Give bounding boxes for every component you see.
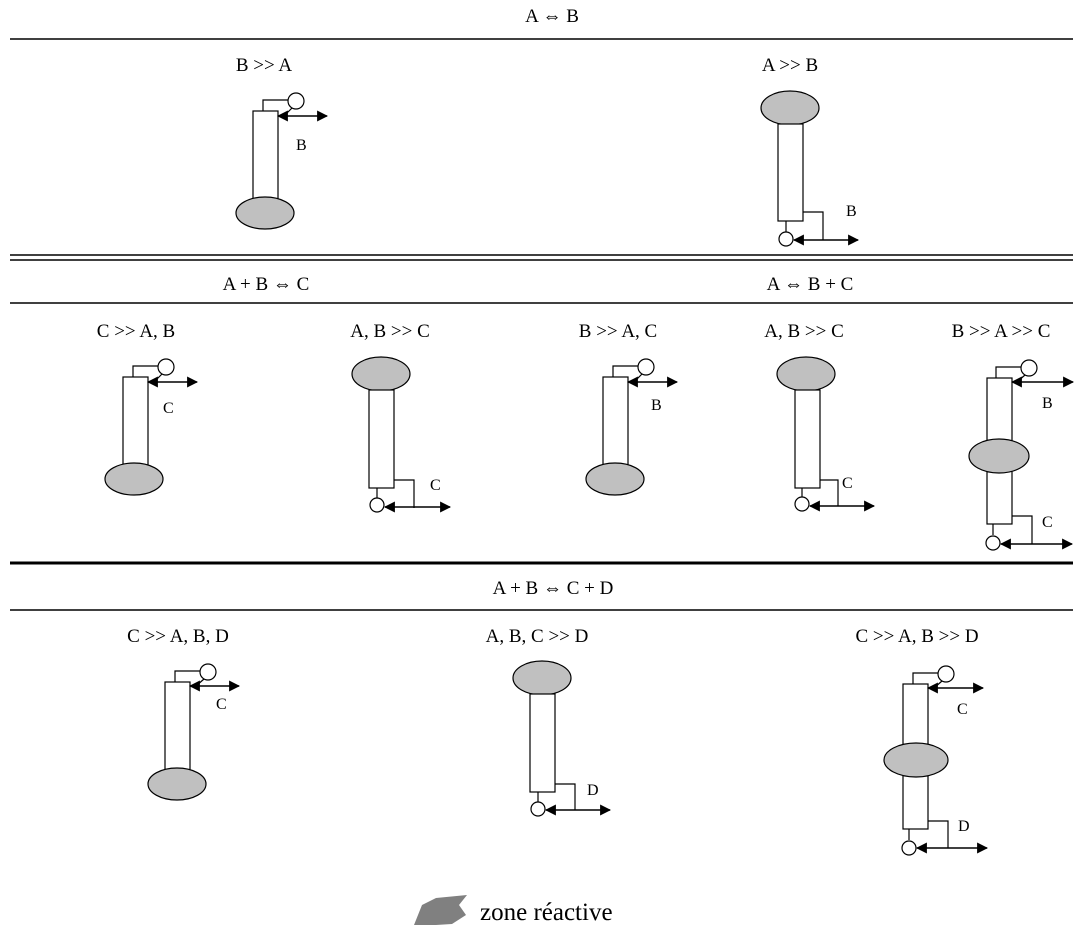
- bottom-draw-line: [1012, 515, 1033, 544]
- column-body: [252, 110, 279, 201]
- reboiler-icon: [794, 496, 810, 512]
- top-product-label: C: [957, 701, 968, 718]
- column-body-lower: [986, 469, 1013, 525]
- section3-col3-condition: C >> A, B >> D: [855, 626, 978, 647]
- condenser-line: [132, 365, 158, 377]
- reboiler-icon: [778, 231, 794, 247]
- legend: zone réactive: [414, 895, 613, 926]
- column-diagram: C: [776, 356, 876, 512]
- reactive-zone-icon: [414, 895, 467, 925]
- column-diagram: C: [351, 356, 452, 513]
- column-body: [164, 681, 191, 772]
- section3-col2-condition: A, B, C >> D: [486, 626, 589, 647]
- bottom-draw-line: [555, 783, 576, 810]
- reactive-zone: [760, 90, 820, 126]
- bottom-product-label: C: [430, 477, 441, 494]
- reactive-zone: [585, 462, 645, 496]
- column-diagram: B: [760, 90, 860, 247]
- column-diagram: D: [512, 660, 612, 817]
- bottom-product-label: D: [587, 782, 599, 799]
- top-draw-line: [195, 678, 205, 687]
- condenser-line: [995, 366, 1022, 378]
- reactive-zone: [776, 356, 836, 392]
- section2-col5-condition: B >> A >> C: [952, 321, 1051, 342]
- column-body: [602, 376, 629, 467]
- condenser-icon: [157, 358, 175, 376]
- reactive-zone: [235, 196, 295, 230]
- section2-col2-condition: A, B >> C: [350, 321, 430, 342]
- section3-col1-condition: C >> A, B, D: [127, 626, 229, 647]
- column-body-upper: [902, 683, 929, 747]
- column-diagram: C D: [883, 665, 989, 856]
- column-body: [794, 389, 821, 489]
- reactive-zone: [883, 742, 949, 778]
- reactive-zone: [351, 356, 411, 392]
- section1-col2-condition: A >> B: [762, 55, 818, 76]
- condenser-line: [612, 365, 638, 377]
- bottom-product-label: C: [1042, 514, 1053, 531]
- top-draw-line: [153, 373, 163, 383]
- section3-reaction-header: A + B ⇔ C + D: [493, 578, 614, 599]
- reboiler-icon: [985, 535, 1001, 551]
- condenser-icon: [199, 663, 217, 681]
- column-body: [122, 376, 149, 467]
- condenser-icon: [637, 358, 655, 376]
- column-body-upper: [986, 377, 1013, 443]
- condenser-icon: [287, 92, 305, 110]
- column-diagram: B: [235, 92, 329, 230]
- column-diagram: C: [147, 663, 241, 801]
- top-product-label: C: [216, 696, 227, 713]
- reboiler-icon: [369, 497, 385, 513]
- reactive-zone: [968, 438, 1030, 474]
- column-diagram: B: [585, 358, 679, 496]
- section2-reaction-header-left: A + B ⇔ C: [223, 274, 310, 295]
- reboiler-icon: [901, 840, 917, 856]
- condenser-line: [262, 99, 288, 111]
- bottom-draw-line: [928, 820, 949, 848]
- section2-reaction-header-right: A ⇔ B + C: [767, 274, 854, 295]
- top-product-label: C: [163, 400, 174, 417]
- section1-col1-condition: B >> A: [236, 55, 293, 76]
- column-diagram: C: [104, 358, 199, 496]
- reactive-zone: [147, 767, 207, 801]
- top-product-label: B: [296, 137, 307, 154]
- bottom-product-label: D: [958, 818, 970, 835]
- column-diagram: B C: [968, 359, 1075, 551]
- column-body: [368, 389, 395, 489]
- section2-col1-condition: C >> A, B: [97, 321, 175, 342]
- top-draw-line: [633, 373, 643, 383]
- bottom-draw-line: [394, 479, 415, 508]
- section2-col3-condition: B >> A, C: [579, 321, 657, 342]
- condenser-icon: [1020, 359, 1038, 377]
- condenser-line: [912, 672, 938, 684]
- condenser-icon: [937, 665, 955, 683]
- top-draw-line: [1016, 374, 1026, 383]
- bottom-product-label: C: [842, 475, 853, 492]
- reboiler-icon: [530, 801, 546, 817]
- top-draw-line: [283, 107, 293, 117]
- top-draw-line: [933, 680, 943, 689]
- top-product-label: B: [651, 397, 662, 414]
- reactive-zone: [104, 462, 164, 496]
- bottom-product-label: B: [846, 203, 857, 220]
- section1-reaction-header: A ⇔ B: [525, 6, 579, 27]
- top-product-label: B: [1042, 395, 1053, 412]
- condenser-line: [174, 670, 200, 682]
- section2-col4-condition: A, B >> C: [764, 321, 844, 342]
- reactive-zone: [512, 660, 572, 696]
- bottom-draw-line: [820, 479, 839, 506]
- column-body: [529, 693, 556, 793]
- column-body: [777, 123, 804, 222]
- legend-label: zone réactive: [480, 899, 613, 926]
- bottom-draw-line: [803, 211, 824, 240]
- column-body-lower: [902, 774, 929, 830]
